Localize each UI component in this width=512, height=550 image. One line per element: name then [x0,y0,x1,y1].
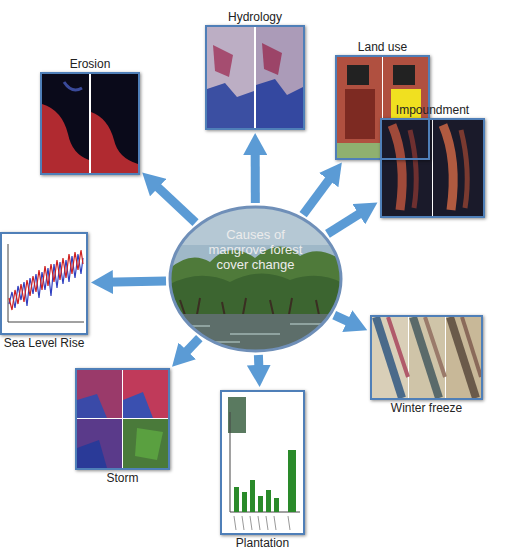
cause-label: Sea Level Rise [0,336,126,350]
center-ellipse: Causes of mangrove forest cover change [168,205,343,353]
cause-arrow [251,146,260,203]
cause-arrow [334,315,355,325]
cause-box: Winter freeze [370,315,483,400]
cause-arrow [104,281,166,282]
cause-box: Sea Level Rise [0,232,88,335]
cause-label: Winter freeze [332,401,512,415]
impoundment-image [382,120,483,216]
cause-arrow [152,181,196,222]
cause-label: Hydrology [167,10,343,24]
cause-label: Plantation [182,536,343,550]
cause-arrow [327,209,366,233]
center-title: Causes of mangrove forest cover change [200,227,311,272]
cause-arrow [181,338,199,357]
cause-label: Impoundment [342,103,512,117]
cause-arrow [303,173,334,215]
cause-arrow [254,355,264,374]
erosion-image [42,74,138,173]
mangrove-photo [168,205,344,356]
cause-label: Storm [37,471,208,485]
cause-label: Land use [297,40,468,54]
cause-box: Storm [75,368,170,470]
cause-box: Hydrology [205,25,305,130]
plantation-chart [222,392,303,533]
storm-image [77,370,168,468]
cause-box: Impoundment [380,118,485,218]
cause-box: Erosion [40,72,140,175]
sea-level-chart [2,234,86,333]
winter-freeze-image [372,317,481,398]
cause-box: Plantation [220,390,305,535]
hydrology-image [207,27,303,128]
cause-label: Erosion [2,57,178,71]
